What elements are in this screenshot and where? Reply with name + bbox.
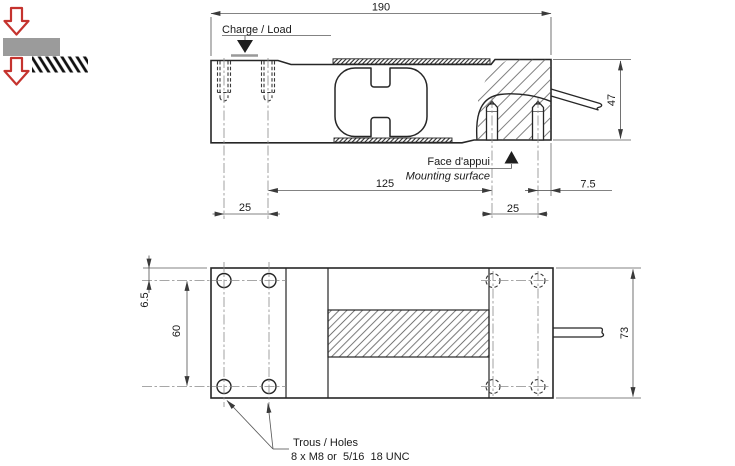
plan-cable bbox=[553, 327, 605, 338]
side-view bbox=[210, 58, 603, 219]
dim-edge-to-hole: 6.5 bbox=[139, 292, 151, 307]
cable bbox=[550, 88, 603, 111]
dim-mount-hole-spacing: 25 bbox=[507, 203, 519, 215]
load-arrow-down-icon bbox=[3, 6, 30, 36]
bottom-membrane-strip bbox=[333, 137, 453, 143]
platform-bar bbox=[3, 38, 60, 56]
mounting-pocket-arc bbox=[475, 93, 552, 141]
plan-view bbox=[142, 262, 605, 407]
dim-load-to-mount: 125 bbox=[376, 178, 394, 190]
mounting-label-en: Mounting surface bbox=[406, 171, 490, 183]
ground-hatch-icon bbox=[32, 56, 88, 73]
load-direction-marker bbox=[237, 40, 253, 53]
plan-center-pocket bbox=[327, 309, 490, 358]
load-label: Charge / Load bbox=[222, 24, 292, 36]
mounting-surface-marker bbox=[504, 151, 519, 164]
holes-label-en: Holes bbox=[330, 437, 359, 449]
dim-hole-row-spacing: 60 bbox=[171, 325, 183, 337]
side-view-dimensions bbox=[210, 11, 631, 217]
holes-label: Trous / Holes bbox=[293, 437, 359, 449]
top-membrane-strip bbox=[332, 58, 491, 65]
load-application-icon bbox=[3, 6, 88, 86]
plan-view-dimensions bbox=[143, 255, 641, 450]
side-view-texts: 190 47 125 7.5 25 25 Charge / Load Face … bbox=[222, 2, 618, 216]
load-label-fr: Charge / bbox=[222, 24, 267, 36]
holes-label-fr: Trous / bbox=[293, 437, 330, 449]
binocular-cutout bbox=[334, 67, 428, 138]
dim-width: 73 bbox=[619, 327, 631, 339]
holes-spec: 8 x M8 or 5/16 18 UNC bbox=[291, 451, 410, 463]
reaction-arrow-down-icon bbox=[3, 56, 30, 86]
load-label-en: Load bbox=[267, 24, 291, 36]
plan-centerlines bbox=[142, 262, 549, 407]
dim-height: 47 bbox=[606, 94, 618, 106]
mounting-label-fr: Face d'appui bbox=[427, 156, 490, 168]
plan-view-texts: 73 6.5 60 Trous / Holes 8 x M8 or 5/16 1… bbox=[139, 292, 631, 463]
dim-overall-length: 190 bbox=[372, 2, 390, 14]
dim-mount-to-edge: 7.5 bbox=[580, 179, 595, 191]
dim-load-hole-spacing: 25 bbox=[239, 202, 251, 214]
